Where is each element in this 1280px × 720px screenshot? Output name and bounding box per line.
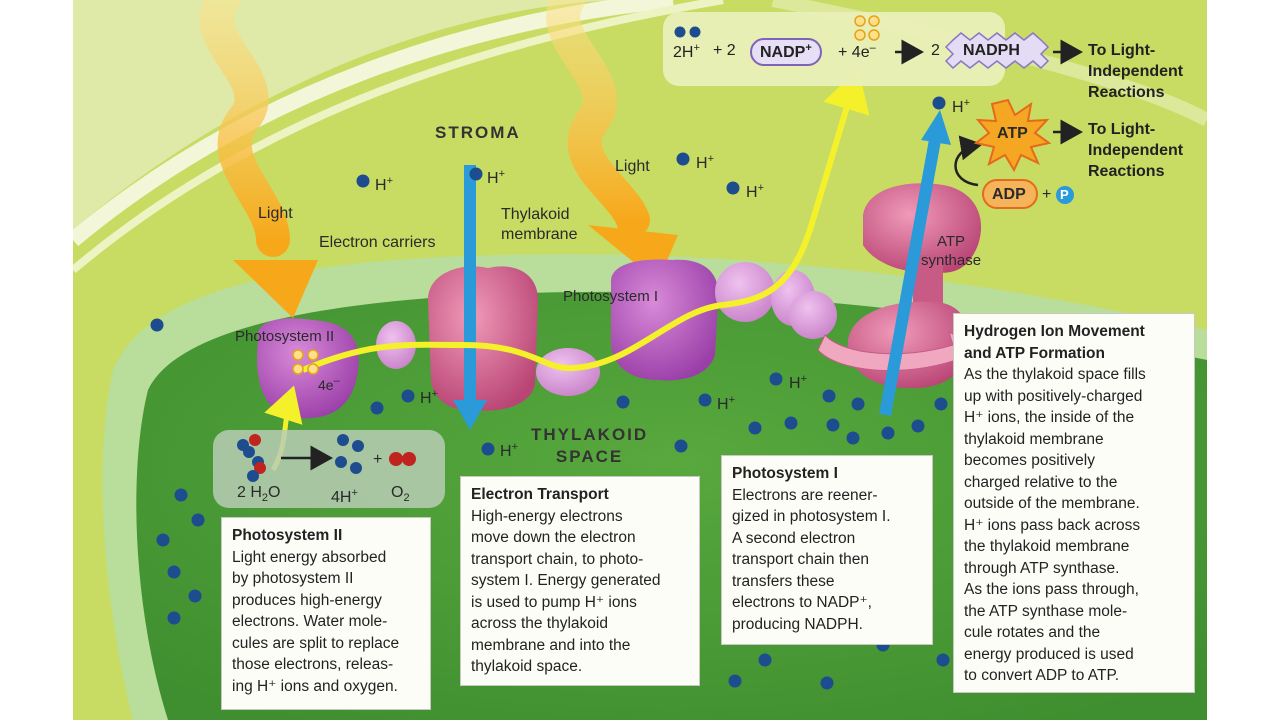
electron-carrier-pink bbox=[428, 266, 538, 411]
photosystem-i-box-body: Electrons are reener- gized in photosyst… bbox=[732, 486, 891, 633]
oxygen-molecule bbox=[389, 452, 416, 466]
h-ion-label: H+ bbox=[789, 373, 807, 392]
adp-pill bbox=[982, 179, 1038, 209]
adp-plus: + bbox=[1042, 186, 1052, 203]
photosystem-i-box-title: Photosystem I bbox=[732, 465, 838, 482]
adp-atp-arrow bbox=[954, 135, 983, 187]
photosystem-i-box: Photosystem I Electrons are reener- gize… bbox=[721, 455, 933, 645]
photosystem-i-label: Photosystem I bbox=[563, 288, 659, 305]
hydrogen-ion-box-title: Hydrogen Ion Movement and ATP Formation bbox=[964, 323, 1145, 362]
water-label: 2 H2O bbox=[237, 484, 281, 504]
h-ion-label: H+ bbox=[746, 182, 764, 201]
h-ion-label: H+ bbox=[500, 441, 518, 460]
h-ion-label: H+ bbox=[487, 168, 505, 187]
to-light-independent-2: To Light- Independent Reactions bbox=[1088, 121, 1184, 180]
phosphate-circle bbox=[1056, 186, 1074, 204]
h-ion-label: H+ bbox=[375, 175, 393, 194]
thylakoid-space-label: THYLAKOID SPACE bbox=[531, 425, 649, 466]
hydrogen-ion-box: Hydrogen Ion Movement and ATP Formation … bbox=[953, 313, 1195, 693]
phosphate-label: P bbox=[1060, 187, 1069, 202]
photosystem-ii-box: Photosystem II Light energy absorbed by … bbox=[221, 517, 431, 710]
water-plus: + bbox=[373, 451, 383, 468]
electron-transport-box-body: High-energy electrons move down the elec… bbox=[471, 507, 661, 676]
nadph-badge bbox=[944, 32, 1050, 70]
to-light-independent-1: To Light- Independent Reactions bbox=[1088, 42, 1184, 101]
photosynthesis-diagram: STROMA Light Light Electron carriers Thy… bbox=[73, 0, 1207, 720]
h-ion-label: H+ bbox=[717, 394, 735, 413]
atp-star bbox=[973, 98, 1052, 173]
equation-plus-two: + 2 bbox=[713, 42, 736, 59]
electron-path bbox=[301, 68, 870, 373]
h-ion-label: H+ bbox=[420, 388, 438, 407]
atp-synthase-label: ATP synthase bbox=[921, 233, 982, 269]
equation-h-dots bbox=[674, 26, 701, 38]
chloroplast-outer-edge bbox=[73, 0, 633, 230]
equation-box bbox=[663, 12, 1005, 86]
h-ion-label: H+ bbox=[952, 97, 970, 116]
photosystem-i-protein bbox=[611, 259, 719, 381]
chloroplast-outer-band bbox=[73, 0, 674, 247]
hydrogen-ion-box-body: As the thylakoid space fills up with pos… bbox=[964, 366, 1146, 684]
light-mid-label: Light bbox=[615, 158, 650, 175]
atp-label: ATP bbox=[997, 125, 1028, 142]
electron-carrier-small-2 bbox=[536, 348, 600, 396]
adp-label: ADP bbox=[992, 186, 1026, 203]
equation-two: 2 bbox=[931, 42, 940, 59]
h-ion-dots bbox=[150, 96, 950, 690]
light-arrow-left bbox=[199, 0, 290, 257]
equation-h: 2H+ bbox=[673, 42, 700, 61]
equation-e-dots bbox=[854, 15, 880, 41]
oxygen-label: O2 bbox=[391, 484, 410, 504]
equation-plus-4e: + 4e– bbox=[838, 42, 876, 61]
thylakoid-membrane-label: Thylakoid membrane bbox=[501, 206, 578, 243]
h-atp-synthase-arrow bbox=[879, 138, 941, 417]
photosystem-ii-box-body: Light energy absorbed by photosystem II … bbox=[232, 548, 400, 695]
light-arrow-mid bbox=[546, 0, 650, 237]
water-molecules bbox=[237, 434, 266, 482]
electron-transport-box: Electron Transport High-energy electrons… bbox=[460, 476, 700, 686]
light-left-label: Light bbox=[258, 205, 293, 222]
electron-carriers-label: Electron carriers bbox=[319, 234, 436, 251]
electrons-label: 4e– bbox=[318, 375, 340, 393]
electron-transport-box-title: Electron Transport bbox=[471, 486, 609, 503]
nadp-pill: NADP+ bbox=[750, 38, 822, 66]
h-ion-label: H+ bbox=[696, 153, 714, 172]
stroma-label: STROMA bbox=[435, 123, 521, 142]
ps2-electrons bbox=[292, 349, 319, 375]
photosystem-ii-label: Photosystem II bbox=[235, 328, 335, 345]
hydrogen-ions-4 bbox=[335, 434, 364, 474]
nadph-label: NADPH bbox=[963, 42, 1020, 59]
hydrogen-ions-label: 4H+ bbox=[331, 487, 358, 506]
photosystem-ii-box-title: Photosystem II bbox=[232, 527, 343, 544]
